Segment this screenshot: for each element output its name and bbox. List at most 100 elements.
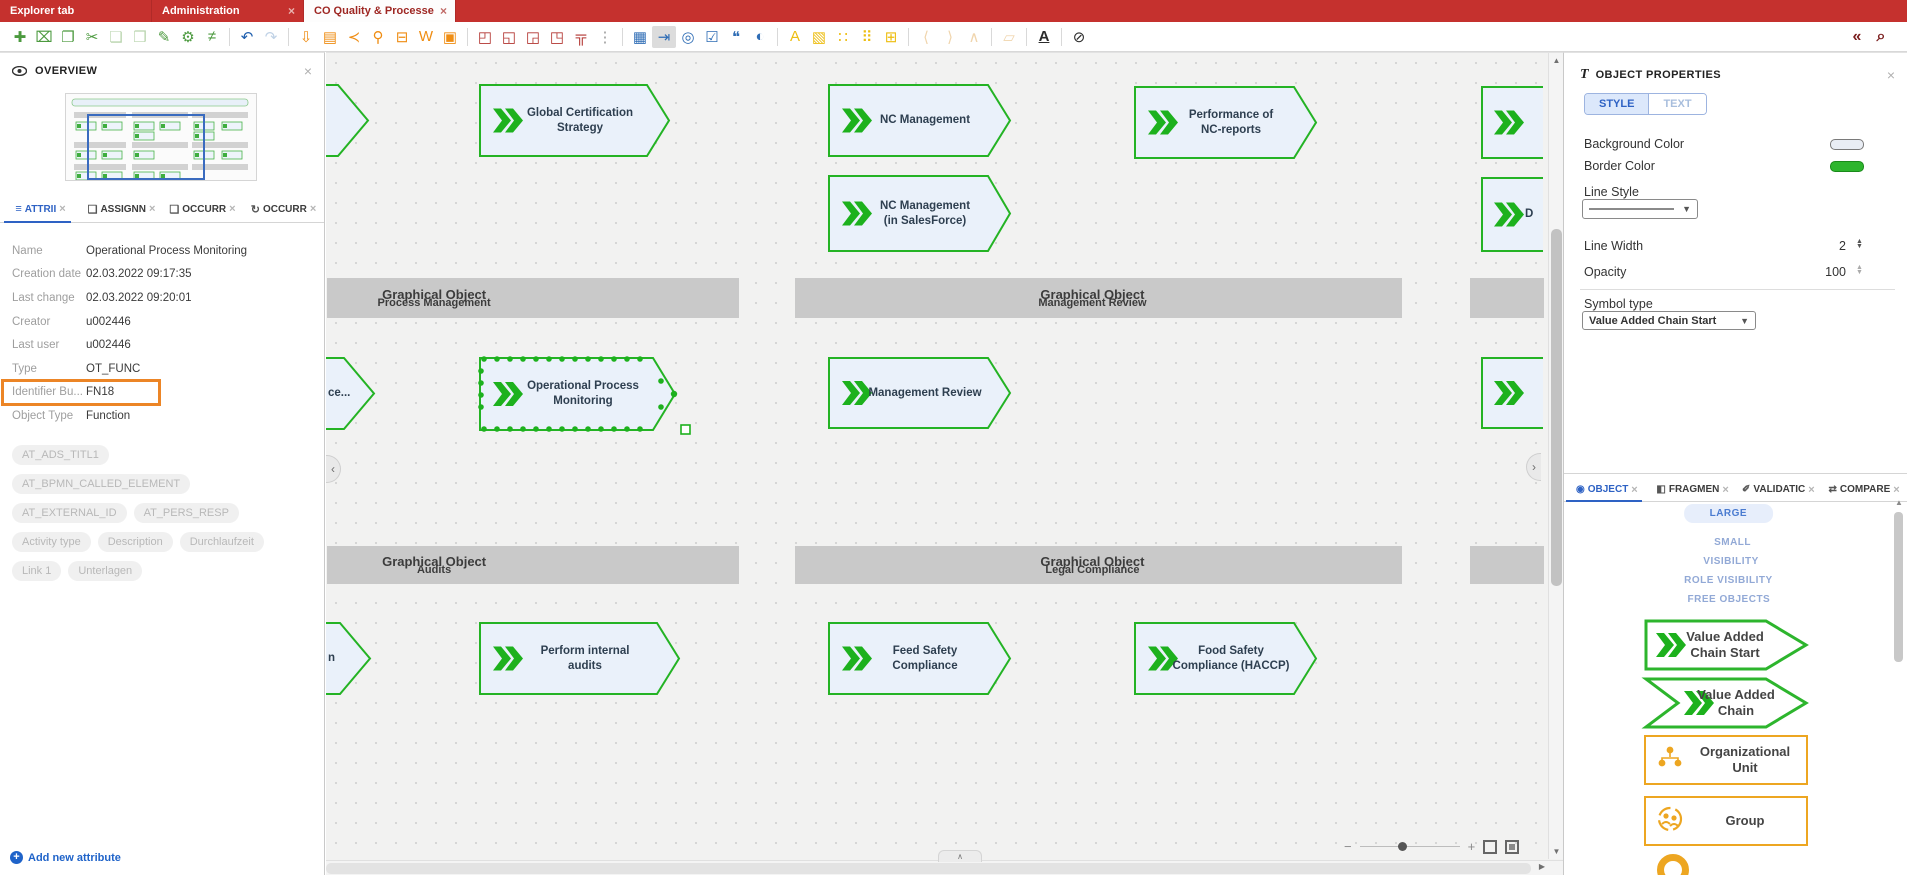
attr-tab-occurr[interactable]: ❏ OCCURR ×	[162, 196, 243, 222]
diagram-canvas[interactable]: Graphical Object Process Management Grap…	[326, 52, 1563, 875]
canvas-node-clipR[interactable]	[1481, 357, 1543, 429]
attribute-row-object-type[interactable]: Object Type Function	[0, 404, 324, 428]
attr-tab-attrii[interactable]: ≡ ATTRII ×	[0, 196, 81, 223]
close-overview-icon[interactable]: ×	[303, 63, 312, 79]
layout-icon[interactable]: ╦	[575, 28, 587, 45]
resize-handle[interactable]	[680, 424, 691, 435]
dock-tab-compare[interactable]: ⇄ COMPARE ×	[1821, 478, 1907, 501]
redo-icon[interactable]: ↷	[264, 28, 278, 46]
canvas-node-clipL[interactable]	[326, 84, 370, 157]
size-option-small[interactable]: SMALL	[1714, 537, 1752, 548]
size-option-role-visibility[interactable]: ROLE VISIBILITY	[1684, 575, 1773, 586]
attribute-row-last-user[interactable]: Last user u002446	[0, 333, 324, 357]
shape-icon[interactable]: ▱	[1003, 28, 1015, 46]
window-tab-co-quality-processes[interactable]: CO Quality & Processes ×	[304, 0, 456, 22]
checkbox-icon[interactable]: ☑	[705, 28, 719, 46]
delete-icon[interactable]: ⌧	[35, 28, 53, 46]
overview-viewport-rect[interactable]	[87, 114, 205, 180]
report-icon[interactable]: ▤	[322, 28, 338, 46]
border-color-swatch[interactable]	[1830, 161, 1864, 172]
toggle-icon[interactable]: ◐	[755, 28, 765, 45]
collapse-panels-icon[interactable]: «	[1852, 28, 1862, 45]
paste-icon[interactable]: ❒	[133, 28, 147, 46]
attribute-chip-at-pers-resp[interactable]: AT_PERS_RESP	[133, 503, 239, 523]
download-icon[interactable]: ⇩	[299, 28, 313, 46]
canvas-node-n[interactable]: n	[326, 622, 372, 695]
attribute-chip-description[interactable]: Description	[97, 532, 173, 552]
cut-icon[interactable]: ✂	[85, 28, 99, 46]
line-width-stepper[interactable]: ▲▼	[1856, 238, 1863, 250]
attribute-row-identifier-bu[interactable]: Identifier Bu... FN18	[0, 378, 324, 406]
attribute-chip-activity-type[interactable]: Activity type	[12, 532, 91, 552]
close-properties-icon[interactable]: ×	[1886, 67, 1895, 83]
scroll-up-icon[interactable]: ▲	[1552, 56, 1561, 65]
graphical-object-bar[interactable]	[1470, 278, 1544, 318]
attribute-row-last-change[interactable]: Last change 02.03.2022 09:20:01	[0, 286, 324, 310]
undo-icon[interactable]: ↶	[240, 28, 254, 46]
font-underline-icon[interactable]: A	[1038, 28, 1050, 45]
hide-attributes-icon[interactable]: ⊘	[1072, 28, 1086, 46]
settings-icon[interactable]: ⚙	[181, 28, 195, 46]
find-icon[interactable]: ◎	[681, 28, 695, 46]
horizontal-scrollbar[interactable]: ▶	[326, 860, 1563, 875]
duplicate-icon[interactable]: ❐	[61, 28, 75, 46]
close-tab-icon[interactable]: ×	[1808, 483, 1815, 496]
background-color-swatch[interactable]	[1830, 139, 1864, 150]
new-item-icon[interactable]: ✚	[13, 28, 27, 46]
close-tab-icon[interactable]: ×	[439, 4, 447, 18]
graphical-object-bar-management-review[interactable]: Graphical Object Management Review	[795, 278, 1402, 318]
size-option-free-objects[interactable]: FREE OBJECTS	[1687, 594, 1771, 605]
zoom-in-button[interactable]: +	[1467, 839, 1476, 854]
close-tab-icon[interactable]: ×	[309, 203, 317, 215]
attribute-chip-at-bpmn-called-element[interactable]: AT_BPMN_CALLED_ELEMENT	[12, 474, 191, 494]
opacity-stepper[interactable]: ▲▼	[1856, 264, 1863, 276]
close-tab-icon[interactable]: ×	[1722, 483, 1729, 496]
graphical-object-bar-audits[interactable]: Graphical Object Audits	[327, 546, 739, 584]
size-option-large[interactable]: LARGE	[1683, 504, 1774, 523]
attribute-chip-durchlaufzeit[interactable]: Durchlaufzeit	[179, 532, 264, 552]
tab-style[interactable]: STYLE	[1585, 94, 1650, 114]
bring-to-front-icon[interactable]: ◰	[477, 28, 493, 46]
line-style-select[interactable]: ▼	[1582, 199, 1698, 219]
opacity-value[interactable]: 100	[1825, 265, 1846, 279]
image-icon[interactable]: ▧	[811, 28, 827, 46]
word-export-icon[interactable]: W	[418, 28, 434, 45]
edit-icon[interactable]: ✎	[157, 28, 171, 46]
vertical-scroll-thumb[interactable]	[1551, 229, 1562, 586]
dock-tab-validatic[interactable]: ✐ VALIDATIC ×	[1736, 478, 1822, 501]
line-width-value[interactable]: 2	[1839, 239, 1846, 253]
tab-text[interactable]: TEXT	[1649, 94, 1706, 114]
nav-right-icon[interactable]: ⟩	[947, 28, 953, 46]
fit-to-window-icon[interactable]	[1505, 839, 1520, 854]
print-icon[interactable]: ⊟	[395, 28, 409, 46]
scroll-right-icon[interactable]: ▶	[1538, 862, 1545, 871]
close-tab-icon[interactable]: ×	[1893, 483, 1900, 496]
canvas-node-nc-management[interactable]: NC Management	[828, 84, 1012, 157]
canvas-node-d[interactable]: D	[1481, 177, 1543, 252]
table-icon[interactable]: ⊞	[884, 28, 898, 46]
copy-icon[interactable]: ❏	[109, 28, 123, 46]
dots-small-icon[interactable]: ∷	[838, 28, 848, 46]
size-option-visibility[interactable]: VISIBILITY	[1703, 556, 1759, 567]
compare-icon[interactable]: ≠	[207, 28, 217, 45]
palette-item-value-added-chain[interactable]: Value Added Chain	[1641, 677, 1810, 729]
zoom-out-button[interactable]: −	[1344, 839, 1352, 854]
attribute-chip-at-ads-titl1[interactable]: AT_ADS_TITL1	[12, 445, 109, 465]
dock-scrollbar[interactable]: ▲ ▼	[1893, 498, 1905, 872]
share-icon[interactable]: ≺	[347, 28, 361, 46]
window-tab-explorer-tab[interactable]: Explorer tab	[0, 0, 152, 22]
canvas-node-feed-safety-compliance[interactable]: Feed Safety Compliance	[828, 622, 1012, 695]
selection-handles[interactable]	[478, 356, 678, 432]
pin-icon[interactable]: ⚲	[372, 28, 384, 46]
canvas-node-nc-management-in-salesforce[interactable]: NC Management (in SalesForce)	[828, 175, 1012, 252]
horizontal-scroll-thumb[interactable]	[326, 863, 1531, 874]
attribute-chip-unterlagen[interactable]: Unterlagen	[68, 561, 143, 581]
add-new-attribute-button[interactable]: + Add new attribute	[10, 851, 121, 864]
attribute-row-type[interactable]: Type OT_FUNC	[0, 357, 324, 381]
window-tab-administration[interactable]: Administration ×	[152, 0, 304, 22]
overview-thumbnail[interactable]	[65, 93, 257, 181]
grid-icon[interactable]: ▦	[632, 28, 648, 46]
palette-item-value-added-chain-start[interactable]: Value Added Chain Start	[1644, 619, 1810, 671]
scroll-down-icon[interactable]: ▼	[1552, 847, 1561, 856]
close-tab-icon[interactable]: ×	[229, 203, 236, 215]
